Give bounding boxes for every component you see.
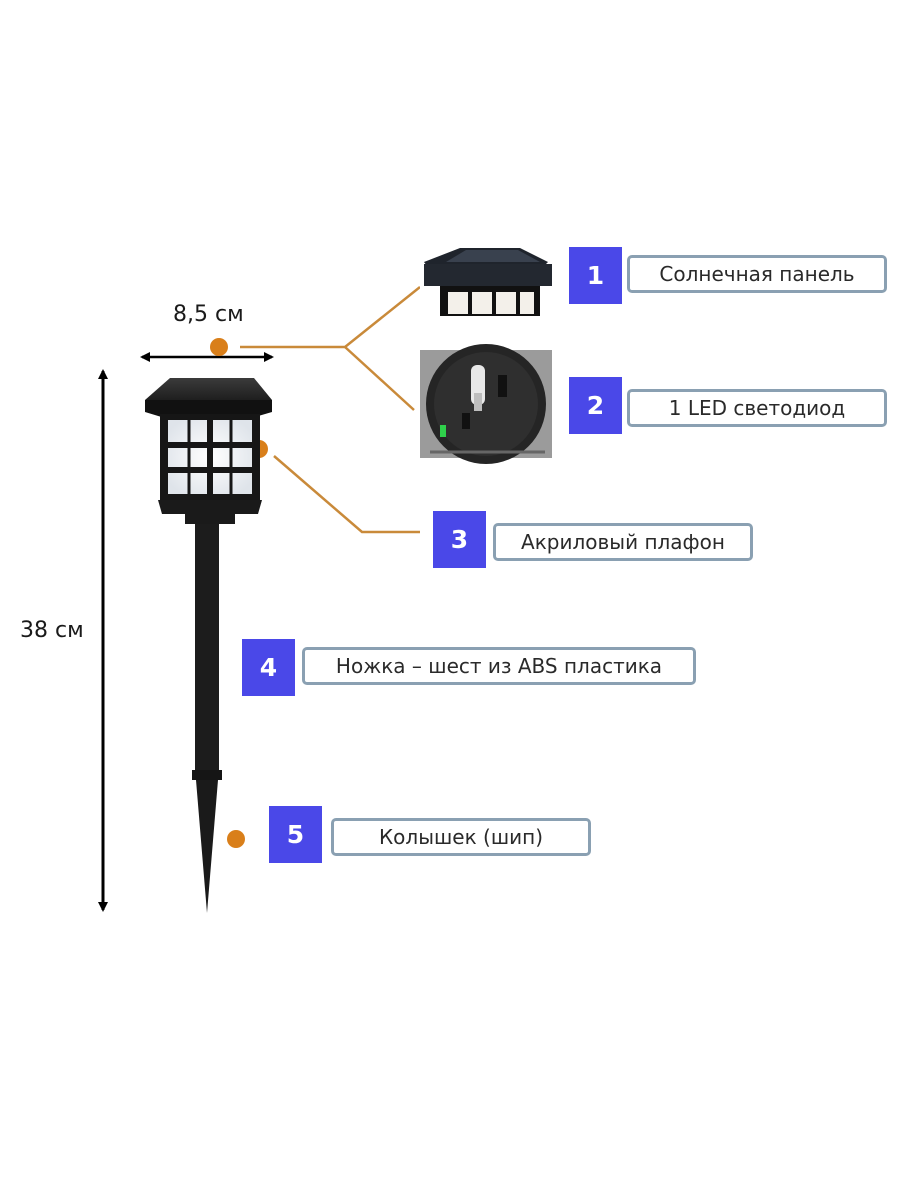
callout-number-1: 1 — [569, 247, 622, 304]
callout-label-5: Колышек (шип) — [331, 818, 591, 856]
dot-dimension — [210, 338, 228, 356]
leader-line-3 — [273, 455, 420, 534]
leader-line-1-2 — [240, 286, 421, 349]
callout-number-2: 2 — [569, 377, 622, 434]
solar-panel-photo — [420, 244, 552, 316]
height-label: 38 см — [20, 618, 84, 643]
lamp-illustration — [145, 378, 272, 913]
lamp-spike — [196, 780, 218, 913]
lamp-pole — [195, 524, 219, 774]
callout-label-3: Акриловый плафон — [493, 523, 753, 561]
leader-lines — [240, 286, 421, 534]
width-label: 8,5 см — [173, 302, 244, 327]
dot-spike — [227, 830, 245, 848]
callout-number-3: 3 — [433, 511, 486, 568]
led-module-photo — [420, 344, 552, 464]
callout-number-4: 4 — [242, 639, 295, 696]
leader-line-2 — [344, 346, 415, 411]
callout-label-1: Солнечная панель — [627, 255, 887, 293]
callout-label-4: Ножка – шест из ABS пластика — [302, 647, 696, 685]
callout-label-2: 1 LED светодиод — [627, 389, 887, 427]
callout-number-5: 5 — [269, 806, 322, 863]
